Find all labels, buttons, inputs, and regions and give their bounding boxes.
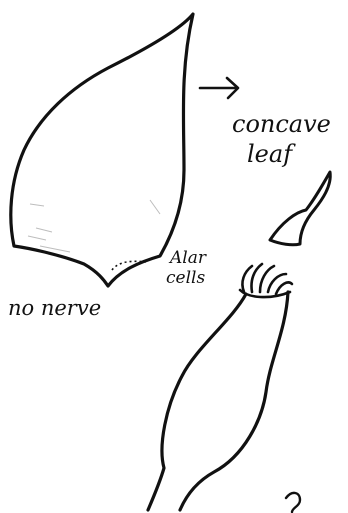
operculum-lid bbox=[270, 172, 330, 245]
peristome-teeth bbox=[240, 264, 292, 297]
capsule-outline bbox=[148, 292, 288, 510]
label-leaf: leaf bbox=[247, 142, 292, 166]
label-cells: cells bbox=[166, 270, 205, 287]
leaf-outline bbox=[11, 14, 193, 286]
arrow-icon bbox=[200, 78, 238, 98]
pen-mark bbox=[286, 493, 300, 512]
leaf-shading bbox=[28, 200, 160, 252]
label-no-nerve: no nerve bbox=[8, 298, 101, 319]
label-alar: Alar bbox=[170, 250, 206, 267]
label-concave: concave bbox=[232, 112, 331, 136]
